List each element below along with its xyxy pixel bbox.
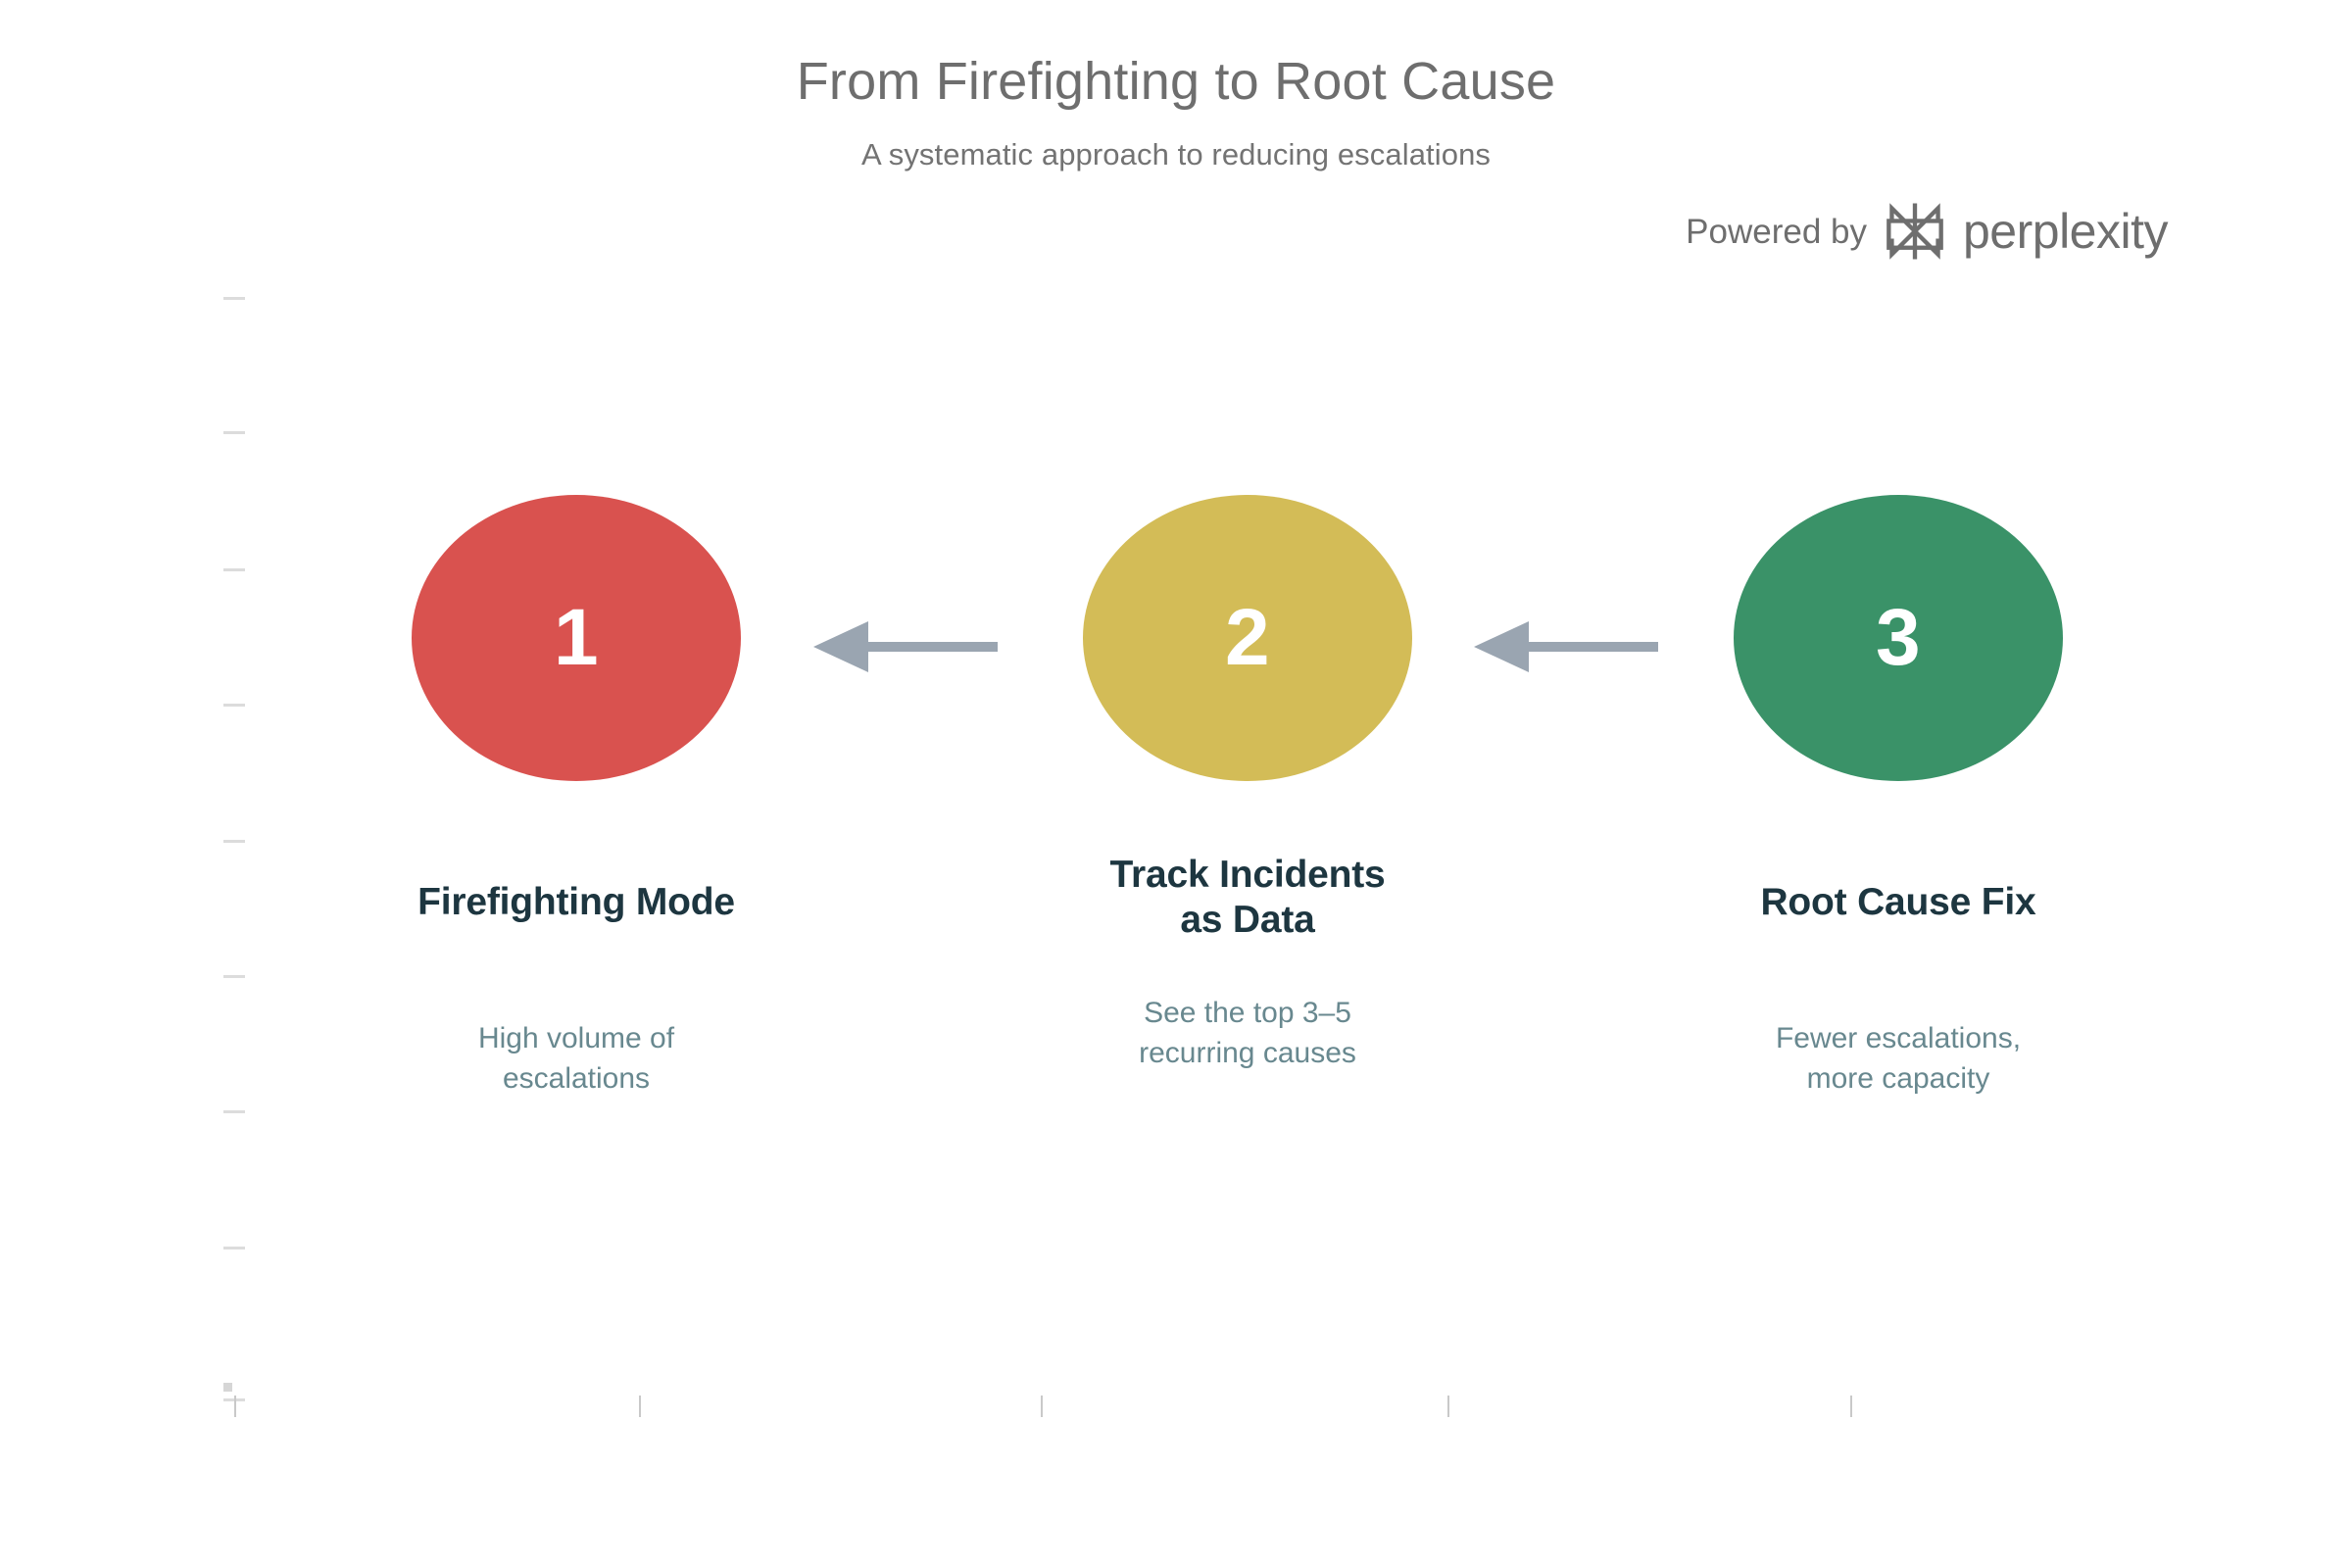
stage-2-number: 2 <box>1224 593 1271 682</box>
stage-1-description: High volume of escalations <box>370 1019 782 1100</box>
perplexity-logo-icon <box>1886 203 1943 260</box>
stage-2-label-line: as Data <box>1180 899 1315 942</box>
axis-tick-y <box>223 704 245 707</box>
powered-by-label: Powered by <box>1686 212 1867 251</box>
stage-2-description: See the top 3–5 recurring causes <box>1042 994 1453 1074</box>
stage-2-label-line: Track Incidents <box>1109 854 1386 896</box>
stage-2-label: Track Incidents as Data <box>1042 853 1453 943</box>
axis-tick-y <box>223 1110 245 1113</box>
stage-1-description-line: High volume of <box>477 1022 675 1055</box>
stage-2-description-line: See the top 3–5 <box>1144 997 1351 1030</box>
stage-3-number: 3 <box>1875 593 1922 682</box>
stage-3-bubble[interactable]: 3 <box>1734 495 2063 781</box>
axis-tick-y <box>223 297 245 300</box>
arrow-stage-3-to-stage-2 <box>1474 621 1658 672</box>
axis-tick-x <box>1041 1396 1043 1417</box>
stage-3-label: Root Cause Fix <box>1760 881 2036 923</box>
axis-origin-mark <box>223 1383 232 1392</box>
axis-tick-y <box>223 431 245 434</box>
axis-tick-x <box>639 1396 641 1417</box>
axis-tick-y <box>223 840 245 843</box>
branding: Powered by perplexity <box>1686 201 2169 262</box>
axis-tick-y <box>223 568 245 571</box>
stage-2-description-line: recurring causes <box>1139 1036 1356 1069</box>
axis-tick-x <box>1850 1396 1852 1417</box>
stage-3-description-line: Fewer escalations, <box>1775 1022 2022 1055</box>
axis-tick-y <box>223 975 245 978</box>
stage-1-description-line: escalations <box>502 1061 651 1095</box>
arrow-stage-2-to-stage-1 <box>813 621 998 672</box>
stage-3-description: Fewer escalations, more capacity <box>1692 1019 2104 1100</box>
axis-tick-x <box>1447 1396 1449 1417</box>
stage-1[interactable]: 1 Firefighting Mode High volume of escal… <box>370 495 782 1100</box>
stage-1-number: 1 <box>553 593 600 682</box>
stage-3-description-line: more capacity <box>1806 1061 1990 1095</box>
stage-2-bubble[interactable]: 2 <box>1083 495 1412 781</box>
page-title: From Firefighting to Root Cause <box>796 52 1556 111</box>
stage-1-bubble[interactable]: 1 <box>412 495 741 781</box>
axis-tick-x <box>234 1396 236 1417</box>
stage-1-label: Firefighting Mode <box>417 881 735 923</box>
page-subtitle: A systematic approach to reducing escala… <box>860 137 1492 172</box>
perplexity-wordmark: perplexity <box>1963 204 2169 259</box>
stage-2[interactable]: 2 Track Incidents as Data See the top 3–… <box>1042 495 1453 1074</box>
axis-tick-y <box>223 1247 245 1250</box>
stage-3[interactable]: 3 Root Cause Fix Fewer escalations, more… <box>1692 495 2104 1100</box>
